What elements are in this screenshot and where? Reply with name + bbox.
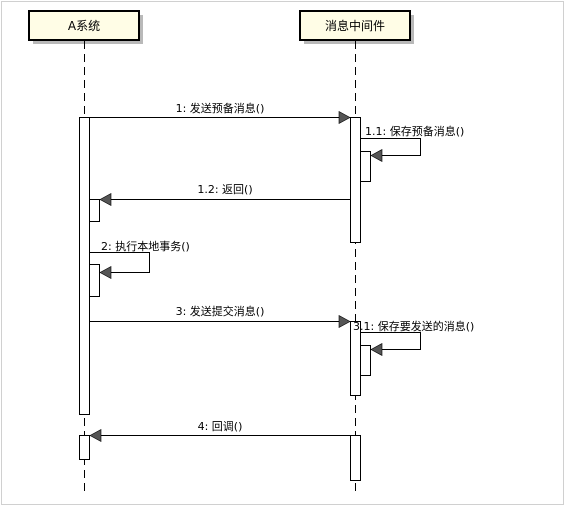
message-4-arrowhead [89,428,102,443]
activation-mq-callback [350,435,361,481]
message-4-label: 4: 回调() [198,420,243,433]
message-3-1-arrowhead [370,342,383,357]
activation-a-main [79,117,90,415]
message-1-1-label: 1.1: 保存预备消息() [365,124,464,138]
participant-mq[interactable]: 消息中间件 [299,10,414,44]
message-3-send-commit[interactable]: 3: 发送提交消息() [89,304,351,329]
message-1-send-prepare[interactable]: 1: 发送预备消息() [89,101,351,125]
message-1-2-return[interactable]: 1.2: 返回() [99,183,351,207]
activation-a-local-tx [89,264,100,297]
message-2-local-tx[interactable]: 2: 执行本地事务() [89,239,190,280]
activation-mq-prepare [350,117,361,243]
message-1-2-arrowhead [99,192,112,207]
participant-mq-box [299,10,411,41]
message-3-1-line [360,332,421,350]
message-4-callback[interactable]: 4: 回调() [89,420,351,443]
message-3-arrowhead [338,314,351,329]
participant-a-box [28,10,140,41]
message-1-2-label: 1.2: 返回() [197,183,252,196]
message-3-label: 3: 发送提交消息() [176,304,265,318]
message-1-1-arrowhead [370,148,383,163]
message-1-arrowhead [338,110,351,125]
message-3-1-save-send[interactable]: 3.1: 保存要发送的消息() [353,319,474,357]
message-3-1-label: 3.1: 保存要发送的消息() [353,319,474,333]
participant-a[interactable]: A系统 [28,10,143,44]
message-1-1-line [360,138,421,156]
message-1-1-save-prepare[interactable]: 1.1: 保存预备消息() [360,124,465,163]
message-2-label: 2: 执行本地事务() [101,239,190,253]
message-1-label: 1: 发送预备消息() [176,101,265,115]
activation-a-return [89,199,100,222]
participant-mq-label: 消息中间件 [325,18,385,33]
message-2-arrowhead [99,265,112,280]
activation-a-callback [79,435,90,460]
participant-a-label: A系统 [68,19,100,33]
activation-mq-save-prepare [360,151,371,182]
activation-mq-save-send [360,345,371,376]
message-2-line [89,252,150,273]
